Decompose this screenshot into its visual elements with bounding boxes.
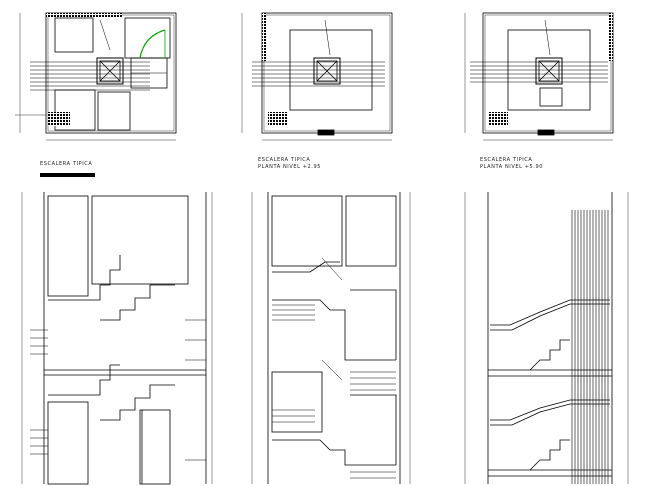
plan-3-caption-line2: PLANTA NIVEL +5.90 [480,164,544,170]
plan-3-caption-line1: ESCALERA TIPICA [480,157,533,163]
stair-plan-2 [241,12,393,141]
stair-section-1 [21,192,213,485]
stair-plan-1 [15,12,177,141]
plan-1-title-underline [40,173,95,177]
plan-1-caption-line1: ESCALERA TIPICA [40,161,93,167]
plan-2-caption-line2: PLANTA NIVEL +2.95 [258,164,322,170]
door-swing-arc [139,29,166,59]
stair-section-2 [251,192,411,484]
plan-2-caption-line1: ESCALERA TIPICA [258,157,311,163]
stair-plan-3 [464,12,614,141]
stair-section-3 [464,192,629,484]
